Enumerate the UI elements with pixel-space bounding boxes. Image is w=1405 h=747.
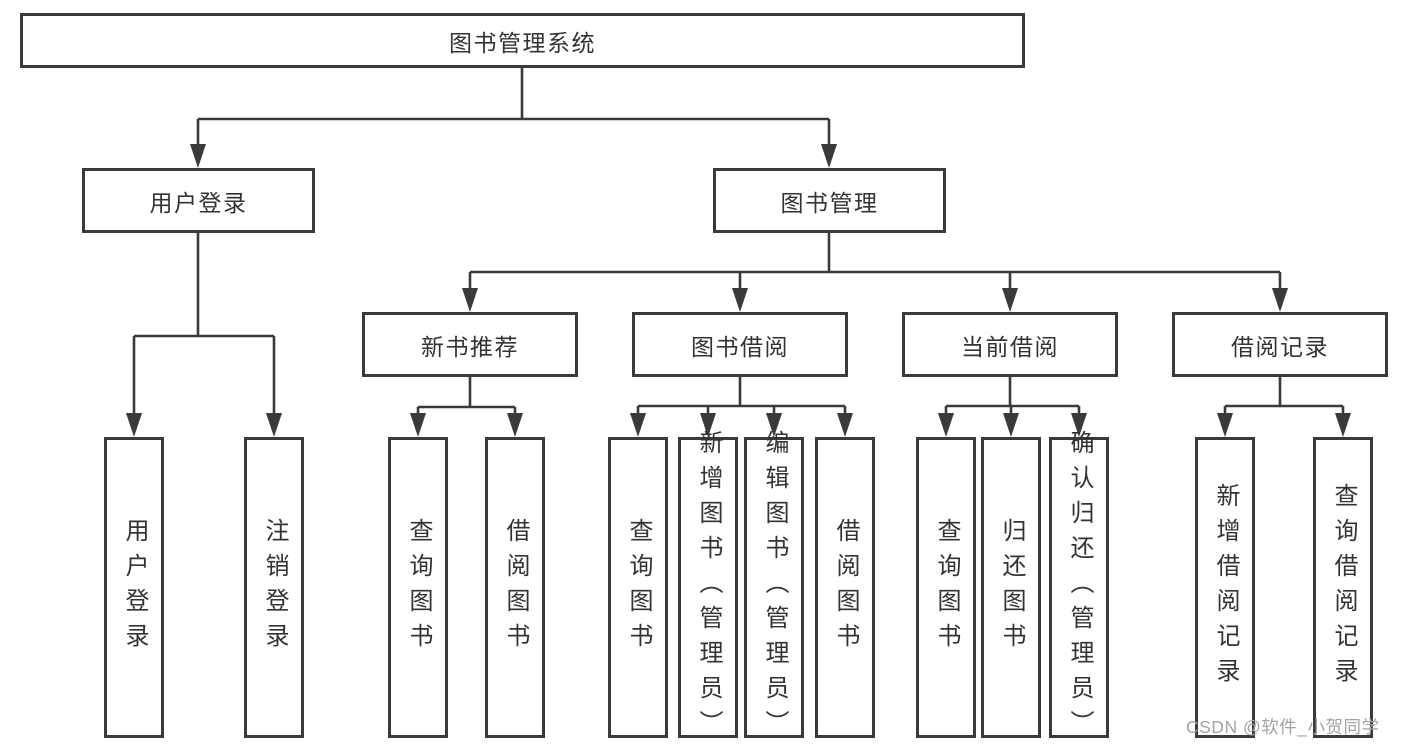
node-library-management-system: 图书管理系统	[20, 13, 1025, 68]
node-leaf-borrow-books: 借阅图书	[485, 437, 545, 738]
node-label: 新书推荐	[421, 333, 519, 360]
node-label: 图书管理系统	[449, 29, 596, 56]
node-leaf-query-borrow-record: 查询借阅记录	[1313, 437, 1373, 738]
node-leaf-confirm-return-admin: 确认归还（管理员）	[1049, 430, 1109, 745]
arrowhead-icons	[126, 144, 1351, 437]
node-current-borrowing: 当前借阅	[902, 312, 1118, 377]
node-leaf-return-books: 归还图书	[981, 437, 1041, 738]
node-user-login: 用户登录	[82, 168, 315, 233]
node-leaf-logout: 注销登录	[244, 437, 304, 738]
node-label: 查询图书	[405, 517, 432, 658]
node-label: 查询图书	[933, 517, 960, 658]
node-borrowing-records: 借阅记录	[1172, 312, 1388, 377]
node-label: 图书借阅	[691, 333, 789, 360]
node-leaf-query-books: 查询图书	[388, 437, 448, 738]
watermark: CSDN @软件_小贺同学	[1186, 717, 1380, 737]
node-leaf-add-books-admin: 新增图书（管理员）	[678, 430, 738, 745]
node-label: 查询借阅记录	[1330, 482, 1357, 693]
node-book-management: 图书管理	[713, 168, 946, 233]
node-label: 图书管理	[780, 189, 879, 216]
node-label: 编辑图书（管理员）	[761, 430, 788, 745]
node-leaf-borrow-books-2: 借阅图书	[815, 437, 875, 738]
node-leaf-add-borrow-record: 新增借阅记录	[1195, 437, 1255, 738]
node-label: 新增借阅记录	[1212, 482, 1239, 693]
node-label: 用户登录	[149, 189, 248, 216]
node-label: 新增图书（管理员）	[695, 430, 722, 745]
node-label: 注销登录	[261, 517, 288, 658]
node-leaf-query-books-3: 查询图书	[916, 437, 976, 738]
node-book-borrowing: 图书借阅	[632, 312, 848, 377]
node-label: 借阅图书	[832, 517, 859, 658]
node-label: 用户登录	[121, 517, 148, 658]
node-label: 当前借阅	[961, 333, 1059, 360]
node-label: 借阅记录	[1231, 333, 1329, 360]
node-label: 查询图书	[625, 517, 652, 658]
node-leaf-query-books-2: 查询图书	[608, 437, 668, 738]
node-label: 归还图书	[998, 517, 1025, 658]
node-new-book-recommendation: 新书推荐	[362, 312, 578, 377]
node-leaf-edit-books-admin: 编辑图书（管理员）	[744, 430, 804, 745]
node-label: 借阅图书	[502, 517, 529, 658]
node-label: 确认归还（管理员）	[1066, 430, 1093, 745]
node-leaf-user-login: 用户登录	[104, 437, 164, 738]
